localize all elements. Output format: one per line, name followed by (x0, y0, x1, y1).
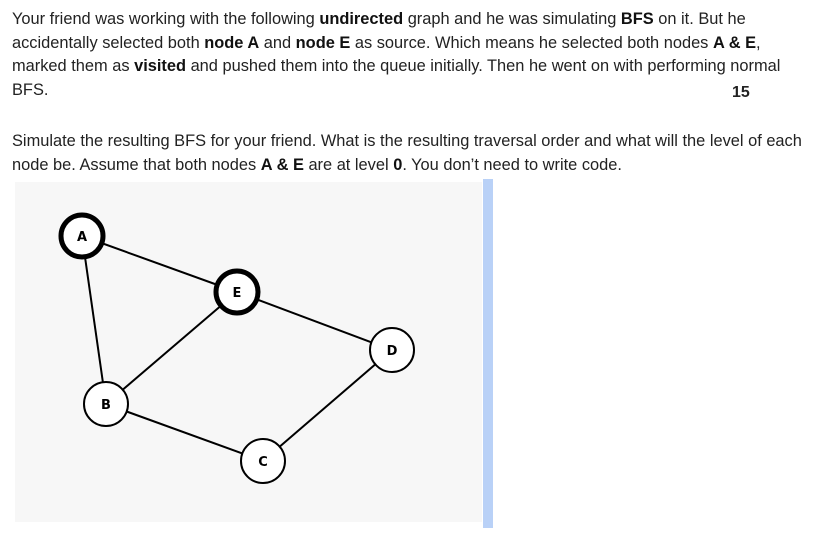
text-segment: Your friend was working with the followi… (12, 10, 320, 28)
node-label: D (387, 344, 398, 359)
node-label: B (101, 398, 111, 413)
marks-label: 15 (732, 84, 750, 101)
graph-diagram: A E D B C (58, 212, 415, 484)
text-segment: and (259, 33, 296, 52)
question-paragraph-1: Your friend was working with the followi… (12, 8, 812, 102)
bold-term: node E (295, 33, 351, 52)
node-label: E (233, 286, 242, 301)
bold-term: BFS (620, 10, 654, 28)
question-paragraph-2: Simulate the resulting BFS for your frie… (12, 130, 812, 177)
node-label: A (77, 230, 87, 245)
edge-A-B (81, 235, 107, 405)
edge-A-E (81, 235, 238, 293)
text-segment: , marked them as (12, 33, 761, 76)
edge-E-B (105, 291, 238, 405)
text-segment: Simulate the resulting BFS for your frie… (12, 132, 802, 174)
node-A: A (58, 212, 106, 260)
bold-term: A & E (260, 155, 304, 174)
bold-term: visited (134, 57, 187, 76)
bold-term: 0 (393, 155, 403, 174)
bold-term: A & E (712, 33, 757, 52)
text-segment: and pushed them into the queue initially… (12, 57, 781, 99)
text-segment: on it. But he accidentally selected both (12, 10, 746, 52)
edge-C-D (262, 349, 393, 462)
graph-figure: A E D B C (15, 182, 482, 522)
text-segment: as source. Which means he selected both … (350, 33, 713, 52)
node-label: C (258, 455, 268, 470)
text-segment: graph and he was simulating (403, 10, 621, 28)
text-segment: are at level (303, 155, 394, 174)
edge-E-D (236, 291, 393, 351)
bold-term: node A (204, 33, 260, 52)
node-E: E (213, 268, 261, 316)
node-B: B (83, 381, 129, 427)
text-segment: . You don’t need to write code. (402, 155, 622, 174)
edge-B-C (105, 403, 264, 462)
bold-term: undirected (319, 10, 404, 28)
scrollbar-indicator[interactable] (483, 179, 493, 528)
node-C: C (240, 438, 286, 484)
node-D: D (369, 327, 415, 373)
